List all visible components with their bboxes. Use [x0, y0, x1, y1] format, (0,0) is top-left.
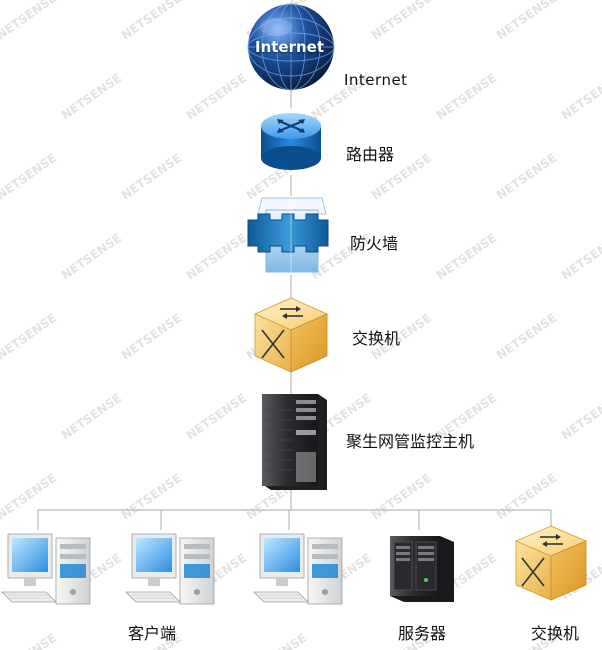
- watermark-text: NETSENSE: [0, 311, 59, 363]
- watermark-text: NETSENSE: [434, 71, 499, 123]
- watermark-text: NETSENSE: [559, 391, 602, 443]
- clients-label: 客户端: [128, 624, 177, 643]
- watermark-text: NETSENSE: [369, 471, 434, 523]
- firewall-icon: [247, 197, 329, 273]
- connection-lines: [37, 88, 552, 530]
- router-label: 路由器: [346, 145, 395, 164]
- watermark-text: NETSENSE: [0, 471, 59, 523]
- watermark-text: NETSENSE: [494, 311, 559, 363]
- internet-node: [247, 3, 335, 91]
- access-switch-label: 交换机: [531, 624, 580, 643]
- watermark-text: NETSENSE: [0, 0, 59, 42]
- switch-label: 交换机: [352, 329, 401, 348]
- watermark-text: NETSENSE: [119, 471, 184, 523]
- watermark-text: NETSENSE: [494, 151, 559, 203]
- desktop-computer-icon: [1, 533, 91, 605]
- firewall-label: 防火墙: [350, 234, 399, 253]
- internet-globe-text: Internet: [255, 38, 325, 56]
- server-label: 服务器: [398, 624, 447, 643]
- watermark-text: NETSENSE: [494, 0, 559, 42]
- watermark-text: NETSENSE: [559, 231, 602, 283]
- switch-icon: [254, 297, 328, 373]
- watermark-text: NETSENSE: [559, 71, 602, 123]
- watermark-text: NETSENSE: [0, 631, 59, 650]
- watermark-text: NETSENSE: [119, 151, 184, 203]
- globe-icon: [247, 3, 335, 91]
- watermark-text: NETSENSE: [119, 0, 184, 42]
- server-node: [390, 536, 454, 602]
- desktop-computer-icon: [253, 533, 343, 605]
- router-node: [261, 113, 321, 170]
- monitor-host-node: [262, 394, 327, 490]
- watermark-text: NETSENSE: [184, 71, 249, 123]
- firewall-node: [247, 197, 329, 273]
- switch-icon: [514, 525, 588, 601]
- watermark-text: NETSENSE: [369, 0, 434, 42]
- desktop-computer-icon: [125, 533, 215, 605]
- access-switch-node: [514, 525, 588, 601]
- watermark-text: NETSENSE: [184, 391, 249, 443]
- rack-server-icon: [390, 536, 454, 602]
- watermark-text: NETSENSE: [184, 231, 249, 283]
- server-tower-icon: [262, 394, 327, 490]
- router-icon: [261, 113, 321, 170]
- watermark-text: NETSENSE: [434, 231, 499, 283]
- watermark-text: NETSENSE: [494, 471, 559, 523]
- watermark-text: NETSENSE: [0, 151, 59, 203]
- monitor-host-label: 聚生网管监控主机: [346, 432, 475, 451]
- core-switch-node: [254, 297, 328, 373]
- watermark-text: NETSENSE: [59, 231, 124, 283]
- watermark-text: NETSENSE: [244, 631, 309, 650]
- watermark-text: NETSENSE: [59, 71, 124, 123]
- watermark-text: NETSENSE: [119, 311, 184, 363]
- internet-label: Internet: [344, 71, 408, 89]
- client-group: [1, 533, 343, 605]
- watermark-text: NETSENSE: [59, 391, 124, 443]
